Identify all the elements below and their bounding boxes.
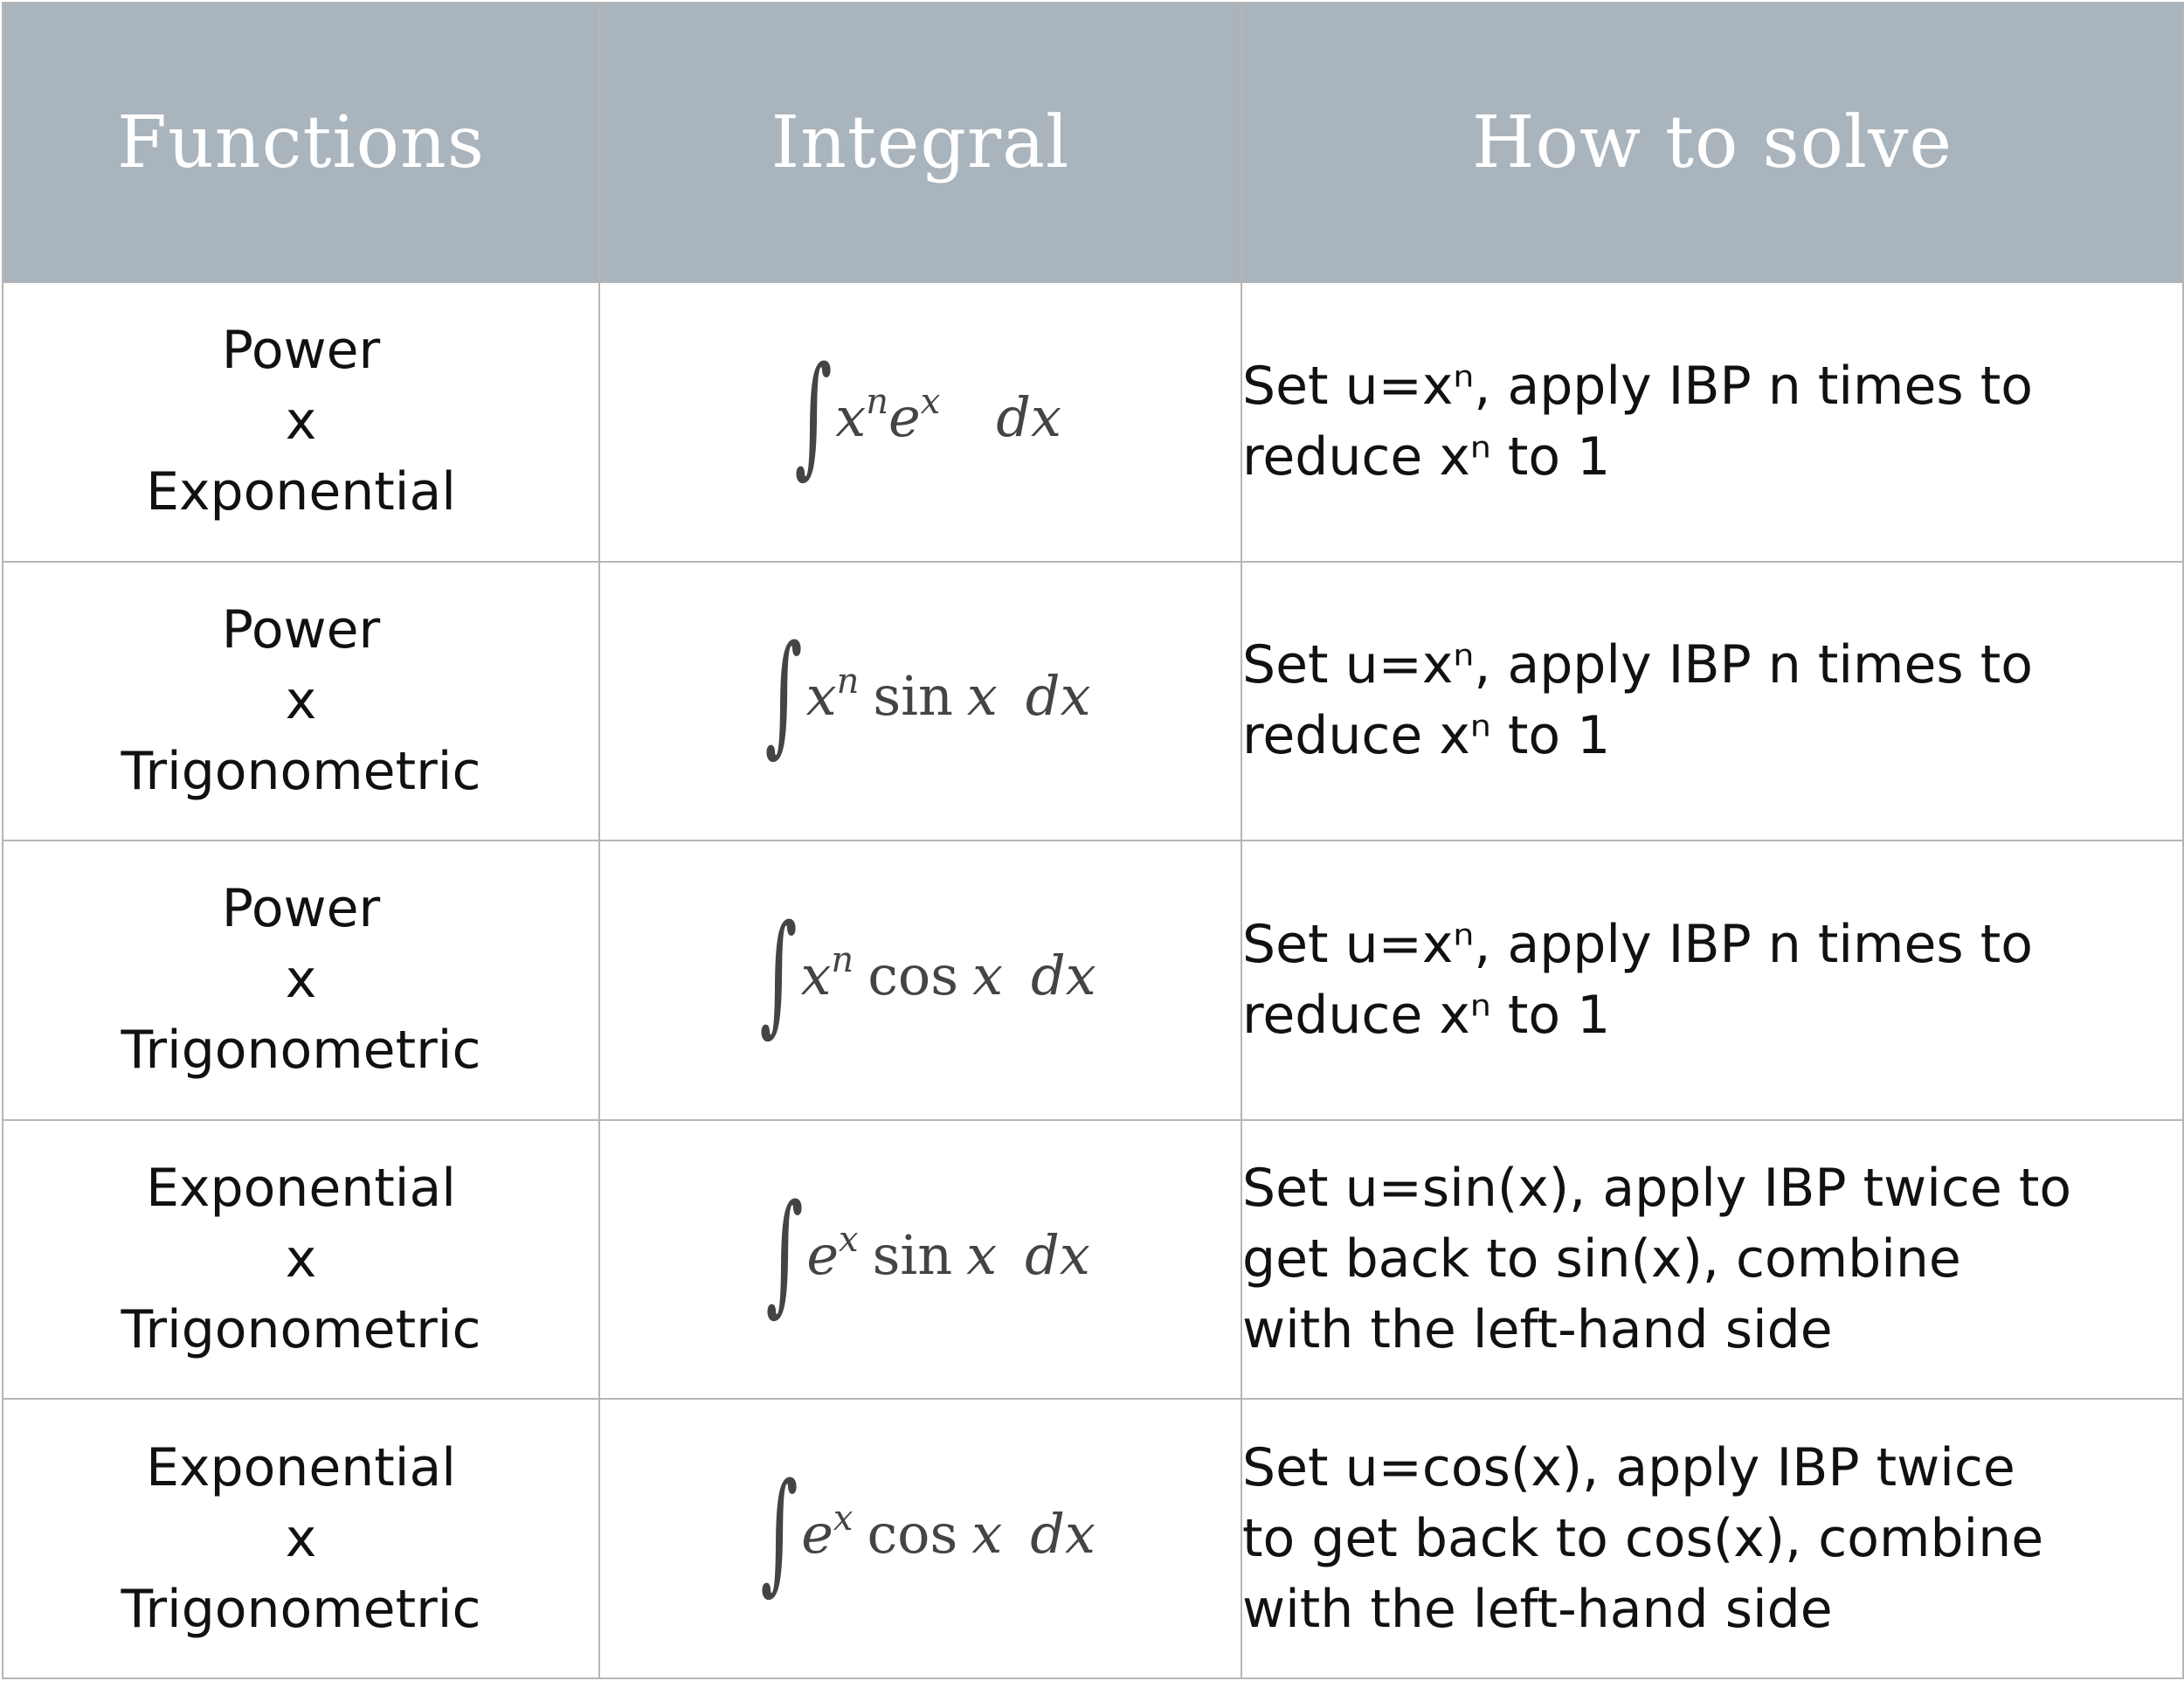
how-to-solve-line: Set u=xⁿ, apply IBP n times to	[1242, 634, 2033, 696]
how-to-solve-line: to get back to cos(x), combine	[1242, 1507, 2044, 1569]
trig-argument: x	[966, 664, 998, 729]
how-to-solve-line: reduce xⁿ to 1	[1242, 425, 1611, 488]
function-line: Exponential	[146, 461, 456, 523]
header-row: Functions Integral How to solve	[2, 2, 2184, 283]
trig-function: sin	[873, 664, 953, 729]
function-line: Trigonometric	[121, 1299, 481, 1361]
function-line: x	[285, 1507, 317, 1569]
how-to-solve-line: Set u=sin(x), apply IBP twice to	[1242, 1158, 2072, 1220]
function-line: Trigonometric	[121, 1020, 481, 1082]
function-line: Power	[221, 320, 381, 382]
how-to-solve-cell: Set u=sin(x), apply IBP twice to get back…	[1241, 1118, 2184, 1401]
integral-sign: ∫	[794, 338, 833, 491]
how-to-solve-cell: Set u=cos(x), apply IBP twice to get back…	[1241, 1398, 2184, 1679]
trig-argument: x	[972, 944, 1004, 1008]
differential: dx	[996, 384, 1061, 449]
integral-sign: ∫	[765, 618, 804, 771]
func: e	[888, 384, 921, 449]
differential: dx	[1025, 1222, 1090, 1287]
how-to-solve-line: reduce xⁿ to 1	[1242, 705, 1611, 767]
factor1: x	[835, 384, 867, 449]
function-line: x	[285, 1228, 317, 1290]
how-to-solve-line: with the left-hand side	[1242, 1578, 1833, 1640]
trig-function: cos	[867, 1502, 958, 1567]
function-line: Trigonometric	[121, 740, 481, 802]
trig-function: sin	[872, 1222, 953, 1287]
how-to-solve-cell: Set u=xⁿ, apply IBP n times to reduce xⁿ …	[1241, 840, 2184, 1121]
function-line: Power	[221, 878, 381, 940]
how-to-solve-line: get back to sin(x), combine	[1242, 1228, 1961, 1290]
differential: dx	[1031, 944, 1096, 1008]
function-line: Power	[221, 598, 381, 661]
how-to-solve-line: with the left-hand side	[1242, 1299, 1833, 1361]
trig-argument: x	[971, 1502, 1003, 1567]
how-to-solve-line: Set u=cos(x), apply IBP twice	[1242, 1436, 2015, 1498]
header-integral: Integral	[598, 2, 1242, 283]
how-to-solve-cell: Set u=xⁿ, apply IBP n times to reduce xⁿ …	[1241, 560, 2184, 842]
func-exponent: x	[920, 381, 941, 422]
differential: dx	[1025, 664, 1091, 729]
integral-sign: ∫	[760, 1456, 798, 1608]
factor1: e	[806, 1222, 840, 1287]
how-to-solve-line: reduce xⁿ to 1	[1242, 984, 1611, 1046]
how-to-solve-line: Set u=xⁿ, apply IBP n times to	[1242, 355, 2033, 417]
factor1-exponent: x	[839, 1219, 859, 1260]
function-line: Exponential	[146, 1436, 456, 1498]
header-functions: Functions	[2, 2, 600, 283]
how-to-solve-line: Set u=xⁿ, apply IBP n times to	[1242, 913, 2033, 975]
factor1: x	[805, 664, 837, 729]
factor1-exponent: x	[833, 1498, 854, 1539]
function-line: x	[285, 391, 317, 453]
function-line: Trigonometric	[121, 1578, 481, 1640]
integral-sign: ∫	[765, 1176, 804, 1329]
factor1-exponent: n	[866, 381, 888, 422]
factor1-exponent: n	[831, 940, 854, 981]
differential: dx	[1030, 1502, 1095, 1567]
factor1: e	[801, 1502, 833, 1567]
function-line: x	[285, 669, 317, 731]
trig-argument: x	[966, 1222, 998, 1287]
header-how-to-solve: How to solve	[1241, 2, 2184, 283]
integral-sign: ∫	[759, 896, 798, 1049]
factor1: x	[800, 944, 832, 1008]
function-line: x	[285, 949, 317, 1011]
factor1-exponent: n	[836, 661, 860, 702]
how-to-solve-cell: Set u=xⁿ, apply IBP n times to reduce xⁿ …	[1241, 281, 2184, 563]
function-line: Exponential	[146, 1158, 456, 1220]
trig-function: cos	[867, 944, 959, 1008]
